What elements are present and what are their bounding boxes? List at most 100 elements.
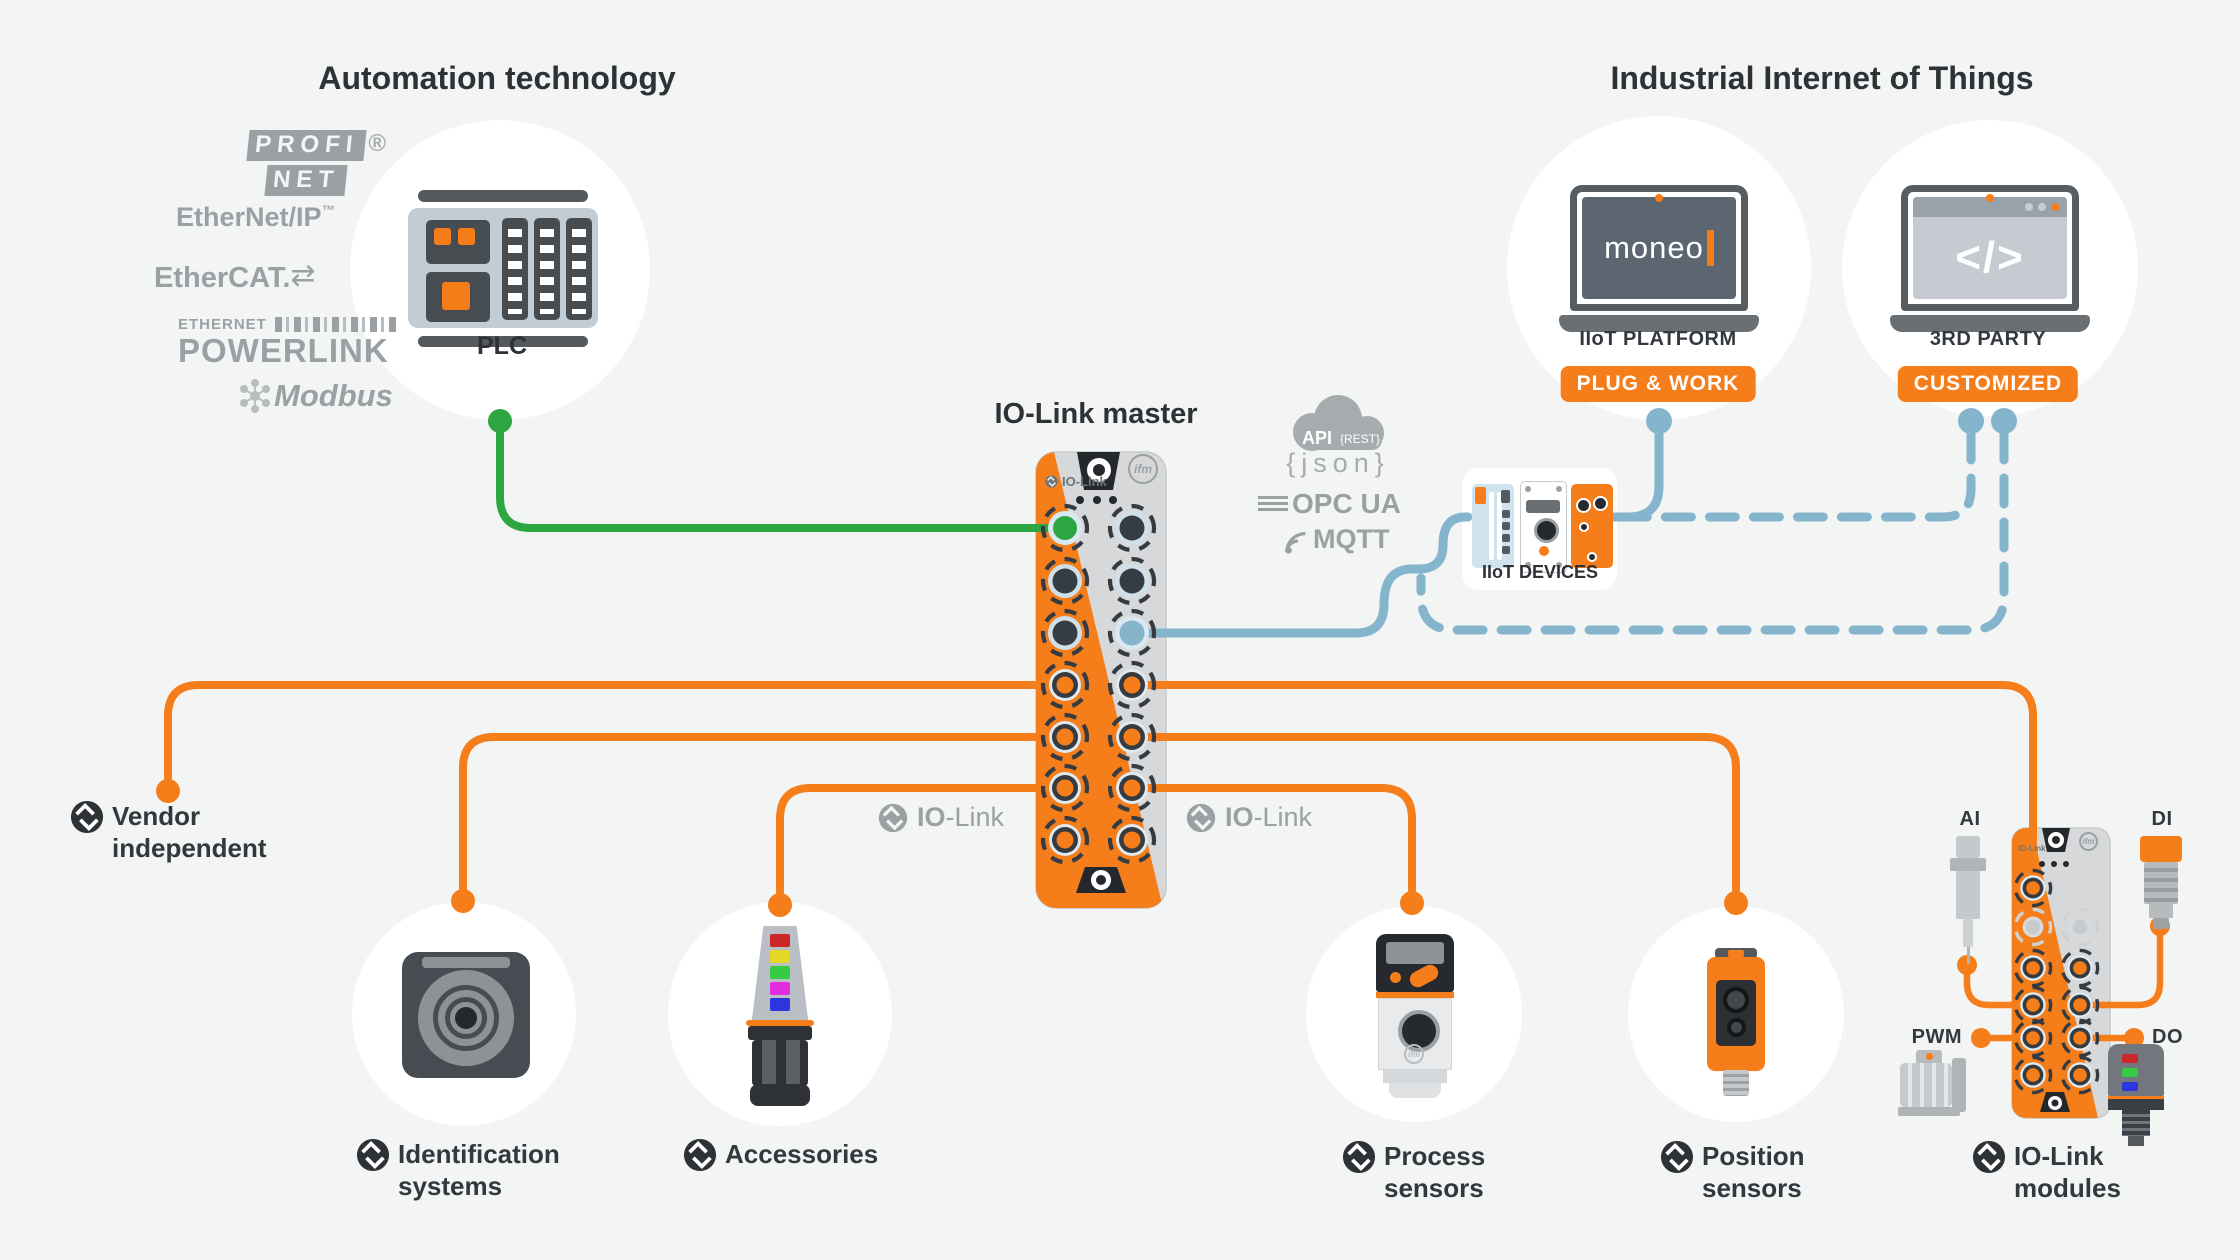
- io-link-icon: [1342, 1140, 1376, 1174]
- json-logo: {json}: [1286, 448, 1390, 478]
- moneo-screen: moneo: [1582, 197, 1736, 299]
- browser-toolbar: [1913, 197, 2067, 217]
- io-port-orange: [2013, 985, 2053, 1025]
- group-label-line: systems: [398, 1171, 503, 1201]
- di-sensor-icon: [2140, 836, 2182, 930]
- wire-master-to-identification: [459, 733, 1069, 892]
- ifm-logo-module: ifm: [2079, 832, 2098, 851]
- code-glyph: </>: [1955, 233, 2025, 282]
- rest-text: {REST}: [1340, 432, 1380, 446]
- ethercat-logo: EtherCAT.⇄: [154, 258, 316, 295]
- io-port-dark: [1040, 556, 1090, 606]
- iiot-title: Industrial Internet of Things: [1610, 60, 2034, 96]
- mqtt-logo: MQTT: [1284, 524, 1389, 555]
- io-port-dark: [1040, 608, 1090, 658]
- thirdparty-label: 3RD PARTY: [1929, 328, 2047, 350]
- iiot-devices-label: IIoT DEVICES: [1481, 562, 1599, 582]
- iiot-gateway-icon: [1472, 484, 1514, 568]
- iolink-rest: -Link: [1253, 802, 1313, 832]
- group-accessories: Accessories: [683, 1138, 878, 1172]
- io-link-icon: [356, 1138, 390, 1172]
- trademark-mark: ™: [321, 202, 336, 218]
- moneo-laptop-icon: moneo: [1559, 185, 1759, 332]
- iiot-controller-icon: [1520, 481, 1567, 573]
- do-label: DO: [2152, 1026, 2183, 1048]
- opcua-logo: OPC UA: [1258, 488, 1401, 520]
- profinet-bottom: NET: [264, 165, 348, 196]
- io-port-dark: [1107, 556, 1157, 606]
- wire-master-to-vendor: [164, 681, 1069, 782]
- ifm-logo-sensor: ifm: [1404, 1044, 1424, 1064]
- rfid-reader-icon: [402, 952, 530, 1078]
- ethercat-arrows-icon: ⇄: [290, 259, 316, 292]
- wire-thirdparty-to-iiotbox-dashed: [1614, 429, 1976, 522]
- ifm-logo-master: ifm: [1128, 454, 1158, 484]
- group-label-line: Position: [1702, 1141, 1805, 1171]
- signal-light-icon: [744, 926, 816, 1108]
- io-port-orange: [1040, 660, 1090, 710]
- opcua-text: OPC UA: [1292, 488, 1401, 519]
- api-rest-cloud-icon: API {REST}: [1293, 395, 1384, 451]
- modbus-logo: Modbus: [238, 378, 393, 414]
- group-label-line: independent: [112, 833, 267, 863]
- iolink-rest: -Link: [945, 802, 1005, 832]
- wire-master-to-position: [1128, 733, 1740, 894]
- io-port-orange: [2060, 1055, 2100, 1095]
- master-iolink-tag-text: IO-Link: [1062, 474, 1107, 489]
- io-port-orange: [1040, 815, 1090, 865]
- group-label-line: Accessories: [725, 1139, 879, 1169]
- group-label-line: modules: [2014, 1173, 2121, 1203]
- io-port-orange: [1040, 763, 1090, 813]
- io-port-orange: [1107, 712, 1157, 762]
- wire-master-to-process: [1128, 784, 1416, 894]
- automation-title: Automation technology: [318, 60, 676, 96]
- ai-probe-icon: [1946, 836, 1990, 964]
- io-port-orange: [1107, 763, 1157, 813]
- iolink-bold: IO: [1225, 802, 1254, 832]
- wire-plc-to-master: [496, 417, 1067, 532]
- wire-module-ai: [1963, 963, 2035, 1009]
- cursor-icon: [1706, 230, 1714, 266]
- io-link-icon: [683, 1138, 717, 1172]
- io-link-icon: [70, 800, 104, 834]
- modbus-text: Modbus: [274, 378, 393, 413]
- io-port-orange: [2013, 868, 2053, 908]
- plc-label: PLC: [477, 332, 527, 360]
- api-text: API: [1302, 428, 1332, 448]
- io-port-dark: [1107, 503, 1157, 553]
- plug-and-work-badge: PLUG & WORK: [1560, 366, 1756, 402]
- iolink-master-title: IO-Link master: [994, 398, 1198, 430]
- io-link-icon: [878, 803, 908, 832]
- customized-badge: CUSTOMIZED: [1897, 366, 2079, 402]
- io-link-icon: [1660, 1140, 1694, 1174]
- registered-mark: ®: [368, 130, 387, 157]
- wire-master-to-modules: [1128, 681, 2037, 878]
- wire-master-to-accessories: [776, 784, 1069, 896]
- connector-dots: [156, 408, 2170, 1048]
- pwm-label: PWM: [1911, 1026, 1962, 1048]
- io-port-orange: [2013, 1018, 2053, 1058]
- wire-thirdparty-loop-dashed: [1416, 429, 2009, 635]
- profinet-top: PROFI: [246, 130, 367, 161]
- mqtt-text: MQTT: [1313, 524, 1390, 554]
- io-port-orange: [1107, 660, 1157, 710]
- io-port-green: [1040, 503, 1090, 553]
- powerlink-small-text: ETHERNET: [178, 316, 267, 333]
- profinet-logo: PROFI® NET: [246, 130, 387, 196]
- ai-label: AI: [1959, 808, 1981, 830]
- group-label-line: sensors: [1702, 1173, 1802, 1203]
- io-link-icon: [1186, 803, 1216, 832]
- module-iolink-tag: IO-Link: [2018, 844, 2046, 853]
- position-sensor-icon: [1707, 948, 1765, 1100]
- process-sensor-icon: [1376, 934, 1454, 1100]
- barcode-icon: [274, 317, 397, 333]
- ethernet-ip-text: EtherNet/IP: [176, 202, 322, 232]
- ethercat-text: EtherCAT.: [154, 262, 291, 294]
- browser-window: </>: [1913, 197, 2067, 299]
- moneo-text: moneo: [1604, 230, 1704, 265]
- powerlink-logo: ETHERNET POWERLINK: [178, 316, 397, 370]
